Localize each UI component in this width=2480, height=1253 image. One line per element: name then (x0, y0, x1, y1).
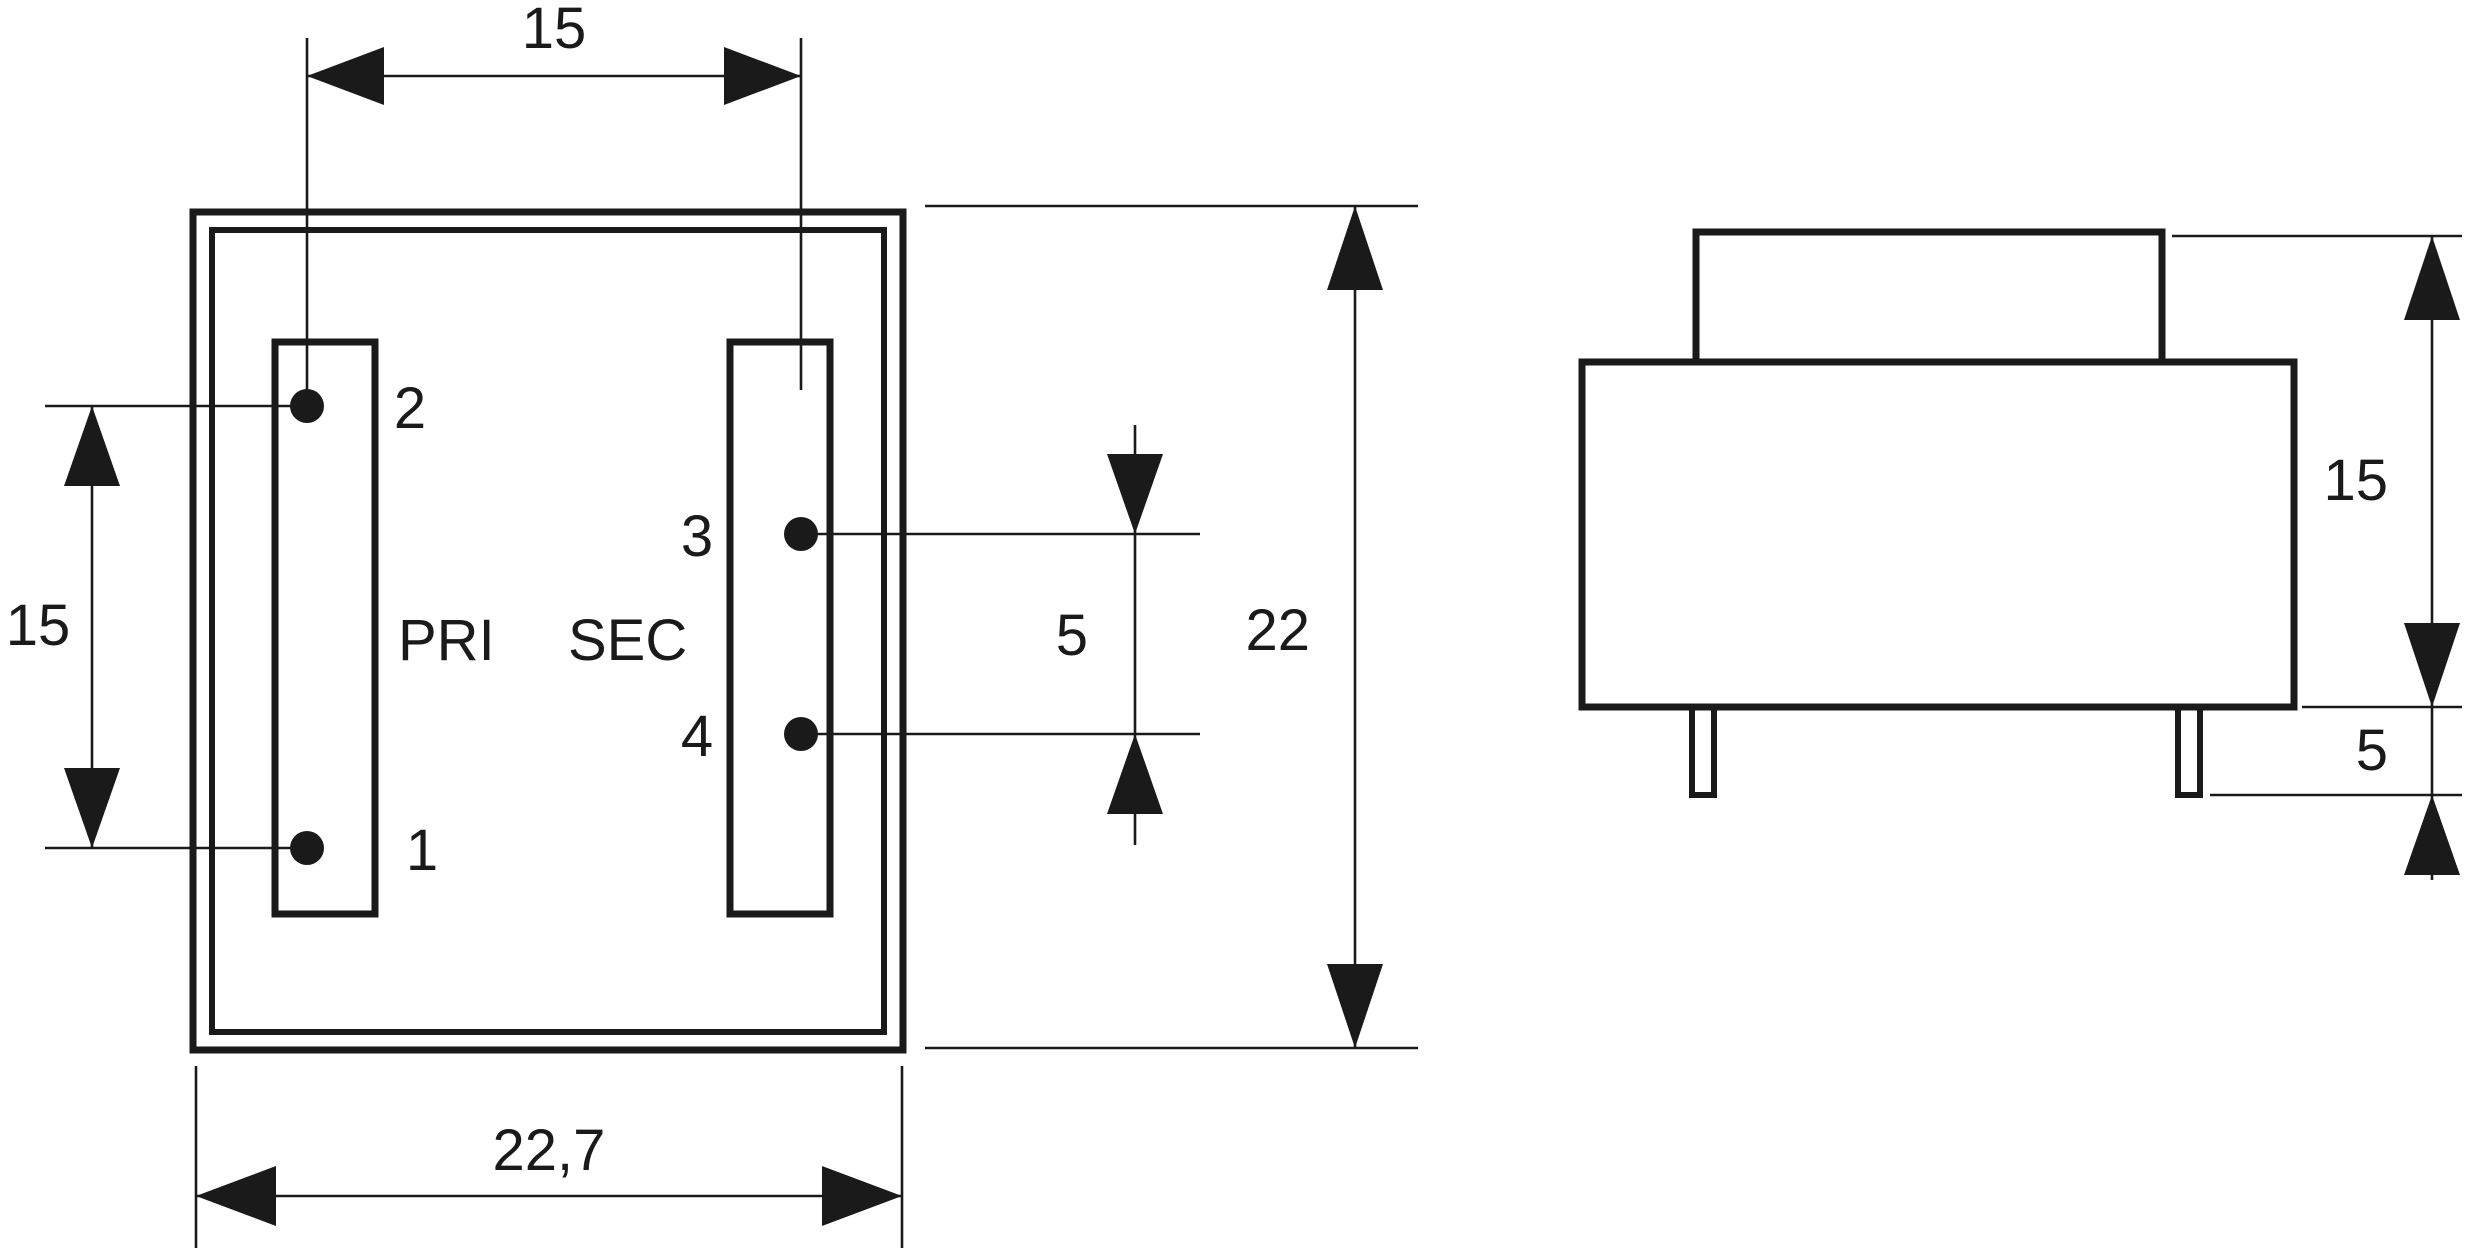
side-pin-arrow-bottom-icon (2404, 795, 2460, 875)
side-view-pin-right (2175, 704, 2203, 798)
top-view-inner-body (209, 227, 887, 1035)
pin34-dim-arrow-top-icon (1107, 454, 1163, 534)
pri-pad-rect (271, 338, 379, 918)
pin34-dim-label: 5 (1056, 603, 1088, 668)
side-view-top-block (1692, 228, 2166, 366)
overall-width-arrow-left-icon (196, 1166, 276, 1226)
side-view-pin-left (1689, 704, 1717, 798)
overall-height-label: 22 (1245, 598, 1310, 663)
top-dim-label: 15 (522, 0, 587, 61)
sec-label: SEC (568, 608, 687, 673)
overall-height-arrow-top-icon (1327, 206, 1383, 290)
pin-3-label: 3 (681, 504, 713, 569)
overall-height-arrow-bottom-icon (1327, 964, 1383, 1048)
top-view-outer-body (189, 208, 907, 1054)
pin-2-label: 2 (394, 376, 426, 441)
overall-width-label: 22,7 (493, 1118, 606, 1183)
left-dim-arrow-bottom-icon (64, 768, 120, 848)
top-dim-arrow-left-icon (307, 47, 384, 105)
left-dim-label: 15 (6, 593, 71, 658)
left-dim-arrow-top-icon (64, 406, 120, 486)
pin-1-label: 1 (406, 818, 438, 883)
pri-label: PRI (398, 608, 495, 673)
overall-width-arrow-right-icon (822, 1166, 902, 1226)
side-view-body-block (1578, 358, 2298, 711)
side-height-arrow-bottom-icon (2404, 623, 2460, 707)
side-height-arrow-top-icon (2404, 236, 2460, 320)
side-pin-label: 5 (2356, 718, 2388, 783)
side-height-label: 15 (2323, 448, 2388, 513)
pin-4-label: 4 (681, 704, 713, 769)
sec-pad-rect (726, 338, 834, 918)
pin34-dim-arrow-bottom-icon (1107, 734, 1163, 814)
top-dim-arrow-right-icon (724, 47, 801, 105)
